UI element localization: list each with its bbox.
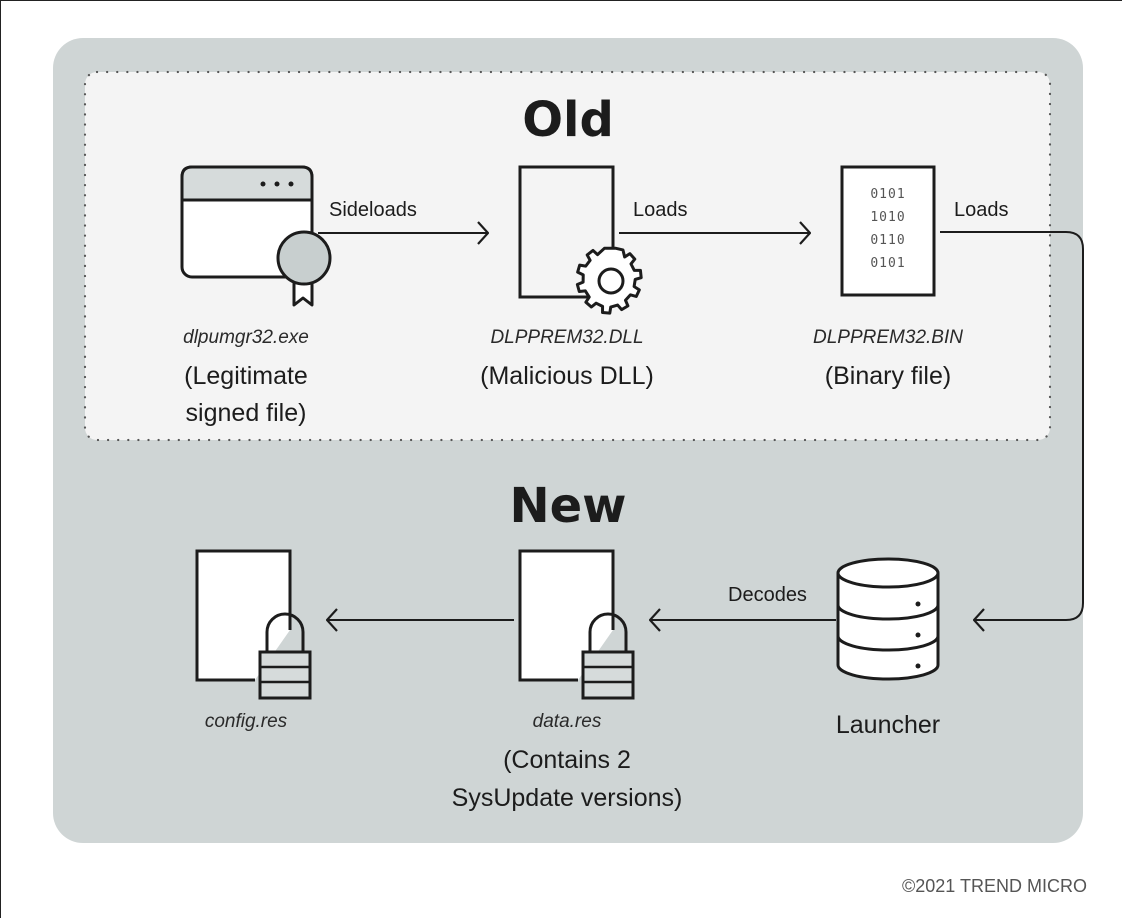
bin-description: (Binary file) [825,362,951,390]
gear-document-icon [518,165,643,315]
old-section-title: Old [522,92,614,148]
config-filename: config.res [205,711,288,732]
loads-arrow-2 [940,231,1084,620]
decodes-label: Decodes [728,584,807,606]
loads-label-1: Loads [633,199,688,221]
sideloads-label: Sideloads [329,199,417,221]
dll-filename: DLPPREM32.DLL [490,327,643,348]
data-description-line2: SysUpdate versions) [452,784,683,812]
new-section-title: New [509,478,626,534]
bin-filename: DLPPREM32.BIN [813,327,963,348]
loads-label-2: Loads [954,199,1009,221]
binary-row-1: 0101 [870,187,905,202]
database-icon [836,557,940,681]
exe-description-line1: (Legitimate [184,362,308,390]
old-section-box [83,70,1052,442]
data-description-line1: (Contains 2 [503,746,631,774]
copyright-text: ©2021 TREND MICRO [902,876,1087,896]
dll-description: (Malicious DLL) [480,362,654,390]
locked-document-icon [195,549,312,700]
exe-filename: dlpumgr32.exe [183,327,309,348]
binary-row-4: 0101 [870,256,905,271]
binary-row-3: 0110 [870,233,905,248]
signed-app-window-icon [180,165,332,307]
locked-document-icon [518,549,635,700]
launcher-label: Launcher [836,711,940,739]
exe-description-line2: signed file) [186,399,307,427]
binary-file-icon: 0101 1010 0110 0101 [840,165,936,297]
binary-row-2: 1010 [870,210,905,225]
data-filename: data.res [533,711,602,732]
